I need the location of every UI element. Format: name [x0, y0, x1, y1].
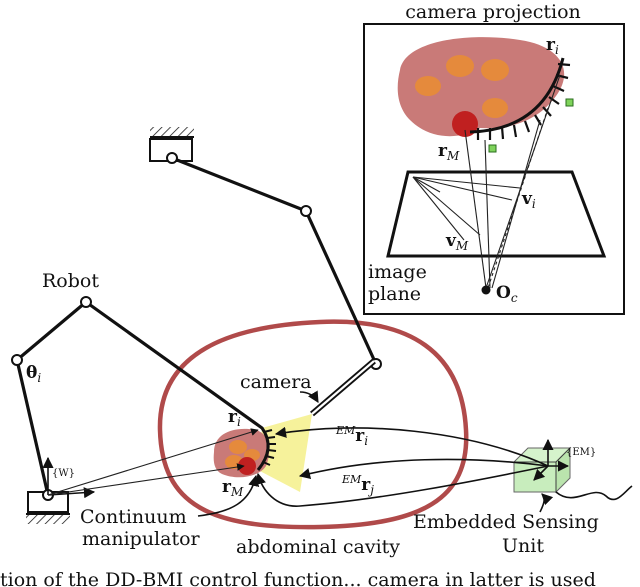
inset-marker-green	[565, 98, 574, 107]
image-plane-label-line2: plane	[368, 283, 421, 305]
abdominal-cavity-outline	[157, 319, 469, 530]
inset-organ-spot	[415, 76, 441, 96]
em-r-j-label: EMrj	[341, 473, 374, 497]
continuum-manipulator-label-line1: Continuum	[80, 506, 187, 528]
em-r-i-label: EMri	[335, 424, 368, 448]
inset-manipulator-arc	[469, 57, 565, 134]
world-frame-axes	[42, 456, 96, 499]
camera-label: camera	[240, 371, 312, 393]
inset-r-i-label: ri	[546, 35, 559, 57]
embedded-sensing-unit	[512, 438, 633, 501]
embedded-sensing-label-line2: Unit	[502, 535, 544, 557]
em-rM-vector	[255, 465, 549, 507]
inset-organ	[397, 37, 565, 137]
camera-field-of-view	[258, 414, 312, 492]
r-i-label: ri	[228, 407, 241, 429]
robot-label: Robot	[42, 270, 99, 292]
world-frame-label: {W}	[52, 468, 75, 479]
image-plane-label-line1: image	[368, 261, 427, 283]
projection-rays	[412, 74, 561, 289]
figure-caption-fragment: tion of the DD-BMI control function... c…	[0, 569, 596, 587]
inset-v-M-label: vM	[445, 231, 469, 253]
abdominal-cavity-label: abdominal cavity	[236, 536, 400, 558]
inset-organ-spot	[481, 59, 509, 81]
embedded-pointer-arrow	[539, 493, 554, 513]
continuum-pointer-arrow	[197, 474, 260, 517]
inset-manipulator-ticks	[476, 62, 571, 140]
manipulator-ticks	[262, 429, 277, 466]
em-frame-label: {EM}	[566, 447, 596, 458]
camera-projection-title: camera projection	[405, 1, 581, 23]
world-to-rM-vector	[47, 463, 245, 496]
world-to-ri-vector	[47, 428, 259, 496]
robot-arm	[11, 296, 264, 524]
optical-center-label: Oc	[496, 283, 518, 305]
em-ri-vector	[274, 426, 549, 467]
inset-organ-spot	[446, 55, 474, 77]
theta-i-label: θi	[26, 363, 41, 385]
camera-arm	[149, 127, 382, 417]
inset-v-i-label: vi	[521, 189, 536, 211]
r-M-label: rM	[222, 477, 244, 499]
inset-organ-spot	[482, 98, 508, 118]
em-rj-vector	[298, 458, 549, 479]
inset-marker-green	[488, 144, 497, 153]
embedded-sensing-label-line1: Embedded Sensing	[413, 511, 599, 533]
inset-r-M-label: rM	[438, 141, 460, 163]
organ-spot	[229, 440, 247, 454]
camera-pointer-arrow	[299, 390, 319, 403]
optical-center-dot	[481, 285, 491, 295]
image-plane	[386, 170, 607, 258]
continuum-manipulator-label-line2: manipulator	[82, 528, 201, 550]
